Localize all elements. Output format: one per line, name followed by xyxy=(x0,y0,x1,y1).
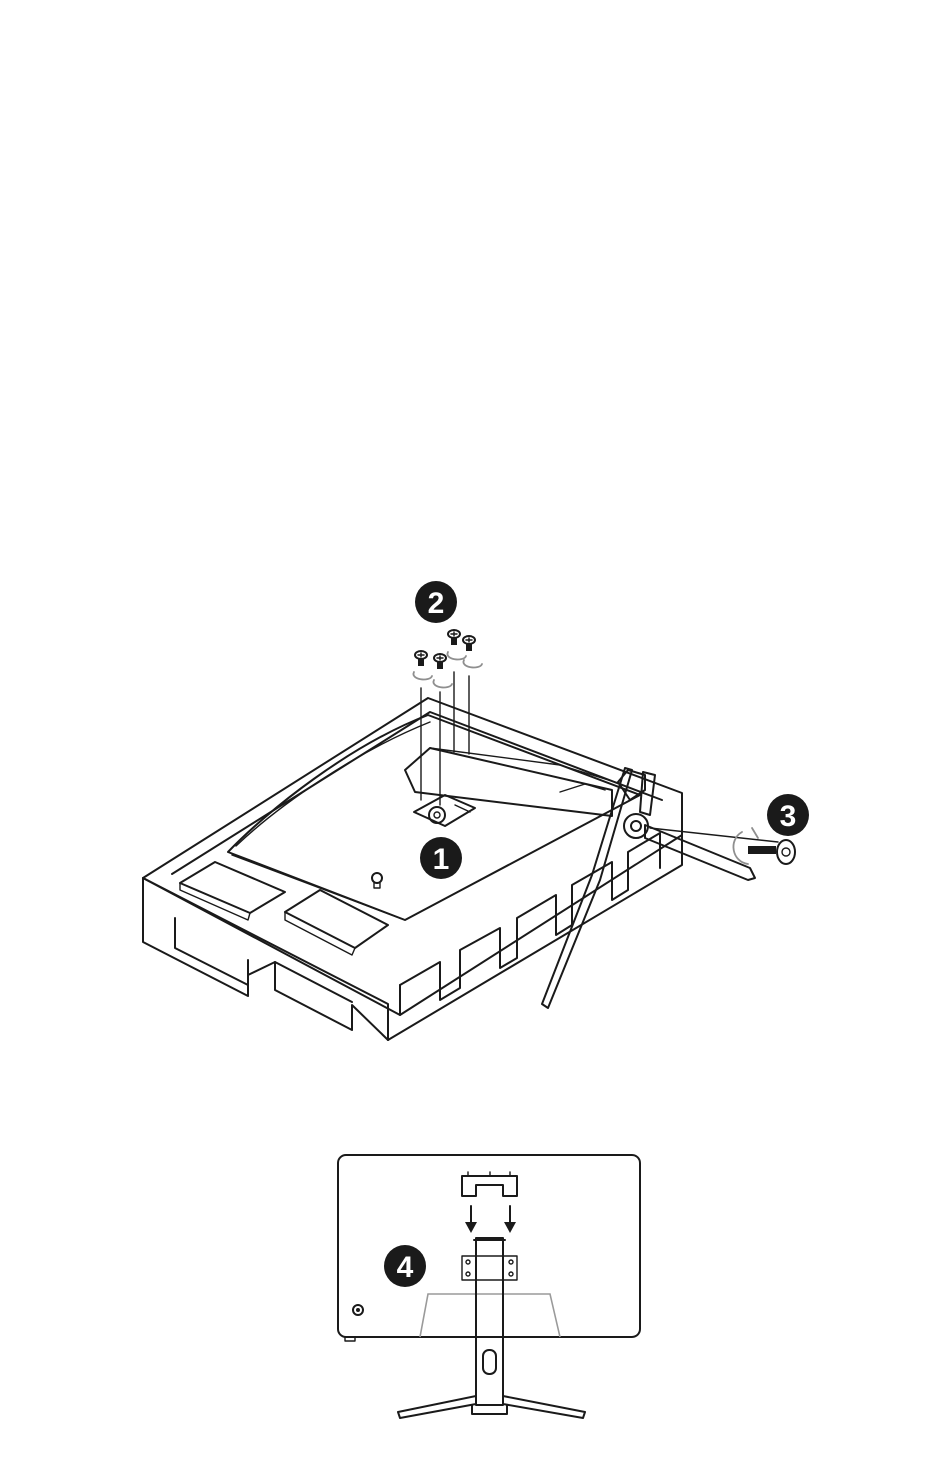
screw-icon xyxy=(434,654,446,669)
power-button-icon xyxy=(353,1305,363,1315)
step-2-label: 2 xyxy=(428,587,445,620)
screw-icon xyxy=(448,630,460,645)
screw-icon xyxy=(415,651,427,666)
monitor-back-view xyxy=(338,1155,640,1418)
rotation-arrow-icon xyxy=(413,672,432,679)
rotation-arrow-icon xyxy=(433,680,452,687)
step-3-badge: 3 xyxy=(767,794,809,836)
stand-base-legs xyxy=(542,768,755,1008)
thumbscrew-assembly xyxy=(650,828,795,864)
down-arrow-icon xyxy=(465,1206,477,1233)
screw-icon xyxy=(463,636,475,651)
stand-arm xyxy=(405,748,645,816)
rotation-arrow-icon xyxy=(447,652,466,659)
rotation-arrow-icon xyxy=(733,832,748,864)
step-3-label: 3 xyxy=(780,800,797,833)
step-1-badge: 1 xyxy=(420,837,462,879)
foam-tray-with-monitor xyxy=(143,698,682,1040)
rotation-arrow-icon xyxy=(463,660,482,667)
thumbscrew-icon xyxy=(748,840,795,864)
step-2-badge: 2 xyxy=(415,581,457,623)
step-4-badge: 4 xyxy=(384,1245,426,1287)
step-4-label: 4 xyxy=(397,1251,414,1284)
step-1-label: 1 xyxy=(433,843,450,876)
down-arrow-icon xyxy=(504,1206,516,1233)
